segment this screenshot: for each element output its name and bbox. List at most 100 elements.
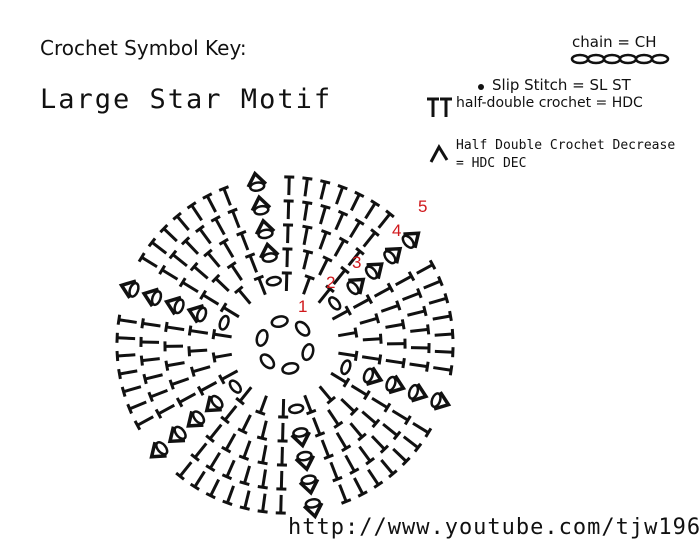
chain-stitch [128,281,140,298]
hdc-stitch [166,325,185,332]
chain-stitch [430,392,442,409]
chain-stitch [300,474,317,486]
hdc-stitch [394,274,413,287]
hdc-stitch [337,331,357,338]
hdc-stitch-top [354,217,365,226]
hdc-stitch [318,206,327,225]
hdc-dec-stitch [250,194,272,212]
hdc-stitch [434,349,453,354]
hdc-dec-stitch [167,426,186,444]
hdc-stitch-top [172,211,182,221]
hdc-stitch [361,410,377,425]
hdc-stitch-top [407,271,416,282]
hdc-stitch-top [349,406,359,417]
hdc-stitch-top [190,453,200,462]
hdc-stitch-top [218,374,226,385]
chain-stitch [259,353,276,370]
hdc-stitch [318,258,329,276]
hdc-stitch [192,365,211,374]
key-title: Crochet Symbol Key: [40,36,247,60]
hdc-stitch [193,470,206,488]
hdc-stitch [402,291,420,302]
hdc-stitch-top [257,509,268,514]
hdc-stitch [189,348,208,353]
hdc-stitch-top [401,357,406,369]
hdc-stitch [367,468,380,486]
hdc-stitch-top [189,261,199,272]
hdc-stitch-top [363,390,371,401]
hdc-stitch [371,396,389,409]
hdc-stitch-top [175,471,185,481]
hdc-stitch [362,231,377,248]
hdc-stitch-top [137,252,146,263]
hdc-dec-key-label: Half Double Crochet Decrease = HDC DEC [456,137,675,173]
hdc-stitch-top [428,259,437,270]
hdc-stitch-top [253,274,264,282]
hdc-stitch [358,445,372,463]
hdc-stitch [161,268,179,281]
round-number-5: 5 [418,197,427,216]
hdc-stitch [353,477,365,495]
chain-key-label: chain = CH [572,33,657,51]
hdc-stitch-top [168,249,178,260]
hdc-stitch [370,435,386,451]
hdc-stitch-top [340,265,350,275]
round-number-2: 2 [326,273,335,292]
hdc-stitch-top [202,192,213,200]
hdc-stitch [416,263,434,275]
youtube-url[interactable]: http://www.youtube.com/tjw1963 [288,515,700,540]
hdc-stitch-top [302,200,313,205]
chain-stitch [407,383,420,400]
hdc-stitch-top [349,467,360,475]
hdc-stitch-top [357,490,368,498]
hdc-stitch [407,309,426,317]
hdc-stitch [329,461,339,480]
chain-stitch [270,315,289,329]
hdc-stitch-top [413,442,423,453]
hdc-stitch [428,296,447,305]
chain-stitch [255,328,269,347]
hdc-stitch-top [450,328,455,340]
hdc-stitch [319,181,327,200]
hdc-stitch [178,461,193,478]
hdc-stitch [433,366,452,372]
hdc-stitch-top [257,485,268,490]
hdc-stitch [349,422,364,438]
hdc-stitch [331,309,349,321]
hdc-stitch [409,362,428,369]
hdc-stitch-top [237,427,248,435]
chain-stitch [249,181,266,192]
hdc-dec-stitch [433,391,452,411]
hdc-stitch-top [194,224,205,234]
hdc-stitch [349,221,361,239]
hdc-dec-stitch [411,382,429,403]
hdc-stitch-top [219,302,228,313]
hdc-stitch-top [320,229,332,236]
hdc-stitch [213,332,232,339]
hdc-stitch [318,231,328,250]
chain-stitch [191,410,206,425]
hdc-stitch-top [400,319,406,330]
hdc-stitch-top [147,237,157,248]
hdc-stitch-top [340,498,352,505]
hdc-stitch-top [120,386,127,397]
hdc-dec-stitch [186,304,205,324]
hdc-stitch [241,414,252,432]
hdc-stitch [199,380,218,393]
hdc-stitch [432,314,451,321]
hdc-stitch-top [187,346,192,357]
chain-stitch [173,298,185,315]
chain-stitch [385,375,397,392]
hdc-stitch-top [323,453,334,460]
hdc-stitch-top [244,252,256,259]
hdc-stitch-top [338,236,349,245]
hdc-dec-stitch [254,218,276,236]
hdc-stitch-top [221,473,233,481]
hdc-stitch [391,409,409,422]
chain-stitch [150,290,163,307]
hdc-stitch [261,469,268,488]
hdc-stitch-top [370,199,381,208]
hdc-stitch-top [154,408,163,419]
chain-stitch [304,498,321,509]
hdc-stitch [225,459,236,478]
